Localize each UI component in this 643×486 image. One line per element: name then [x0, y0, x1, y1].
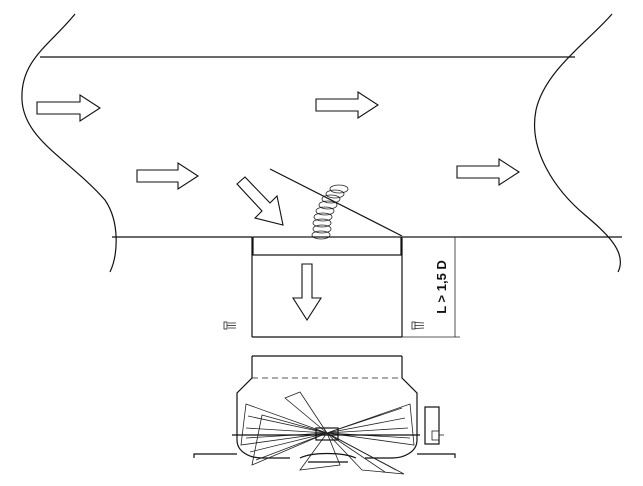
spring-icon — [311, 184, 349, 240]
dimension-marker: L > 1,5 D — [402, 236, 460, 338]
flow-arrow-icon — [315, 90, 380, 120]
airflow-arrows — [36, 90, 521, 322]
duct-right-break — [534, 13, 621, 273]
fan-motor-base — [299, 452, 357, 463]
fan-housing-top — [236, 356, 418, 440]
branch-duct — [223, 236, 425, 338]
screw-icon — [411, 321, 425, 330]
dimension-label: L > 1,5 D — [434, 260, 449, 314]
duct-left-break — [21, 13, 117, 273]
downflow-arrow-icon — [291, 263, 323, 322]
flow-arrow-icon — [456, 157, 521, 187]
screw-icon — [223, 321, 236, 330]
fan-housing-bottom-right — [365, 439, 418, 459]
fan-unit — [193, 355, 456, 475]
damper-assembly — [269, 168, 403, 240]
mount-bracket-left — [193, 453, 237, 458]
motor-box-icon — [424, 406, 444, 445]
flow-arrow-icon — [136, 161, 200, 191]
fan-hub — [315, 427, 339, 441]
inflow-arrow-icon — [236, 176, 284, 226]
mount-bracket-right — [417, 453, 456, 458]
flow-arrow-icon — [36, 93, 102, 123]
branch-flange — [252, 236, 402, 256]
